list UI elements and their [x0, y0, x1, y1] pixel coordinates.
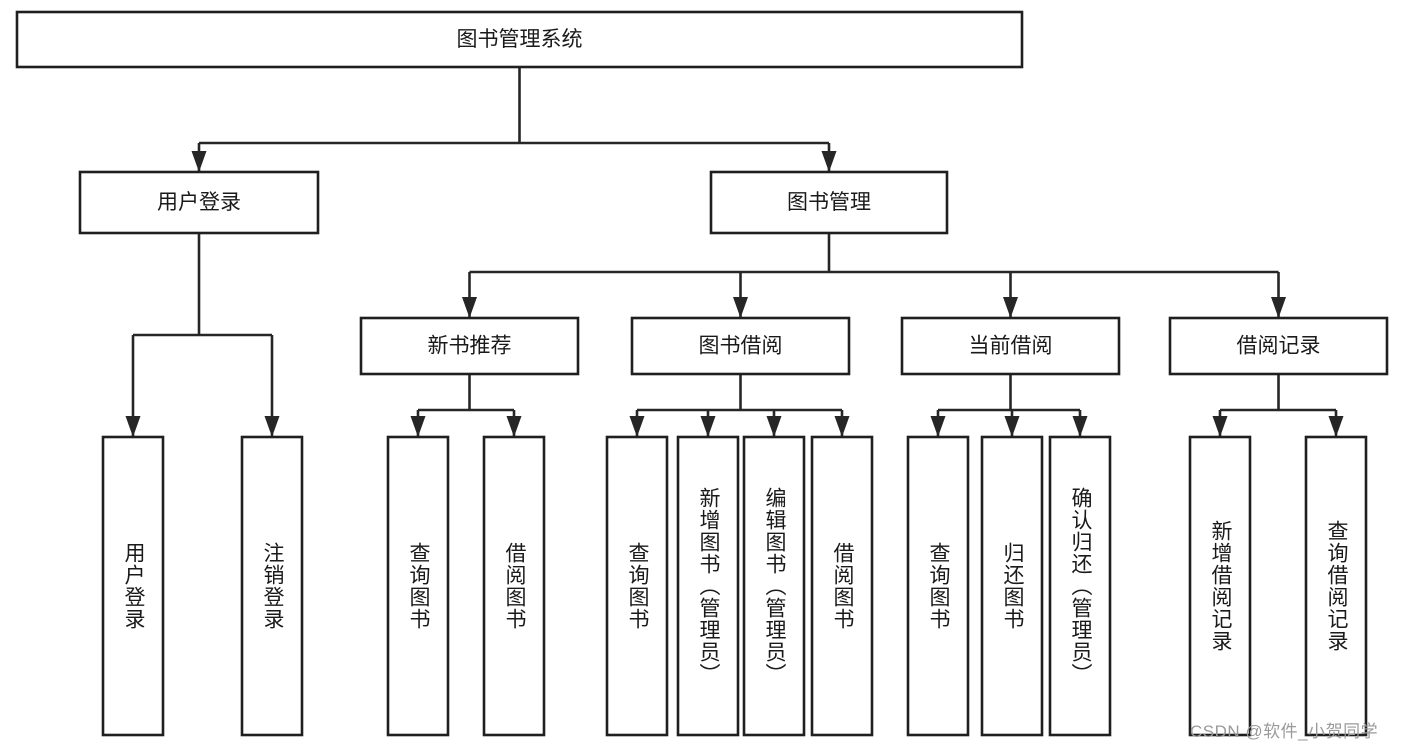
node-box-leaf-confirm-return[interactable]: [1048, 435, 1112, 737]
node-box-leaf-add-book[interactable]: [676, 435, 740, 737]
node-label-new-book-rec: 新书推荐: [428, 335, 512, 358]
arrow-head-icon: [700, 416, 716, 437]
arrow-head-icon: [410, 416, 426, 437]
node-box-leaf-user-login[interactable]: [101, 435, 165, 737]
arrow-head-icon: [1212, 416, 1228, 437]
connector-lines: [125, 67, 1344, 437]
arrow-head-icon: [821, 151, 837, 172]
node-box-leaf-query-book-3[interactable]: [906, 435, 970, 737]
node-box-borrow-record[interactable]: [1168, 316, 1389, 376]
arrow-head-icon: [1072, 416, 1088, 437]
csdn-watermark: CSDN @软件_小贺同学: [1190, 722, 1379, 741]
arrow-head-icon: [766, 416, 782, 437]
node-box-leaf-edit-book[interactable]: [742, 435, 806, 737]
arrow-head-icon: [1271, 297, 1286, 318]
node-label-book-borrow: 图书借阅: [699, 335, 783, 358]
node-box-leaf-borrow-book-2[interactable]: [810, 435, 874, 737]
arrow-head-icon: [930, 416, 946, 437]
node-label-book-manage: 图书管理: [787, 191, 871, 214]
arrow-head-icon: [506, 416, 522, 437]
arrow-head-icon: [834, 416, 850, 437]
node-box-new-book-rec[interactable]: [359, 316, 580, 376]
arrow-head-icon: [191, 151, 207, 172]
node-box-leaf-borrow-book-1[interactable]: [482, 435, 546, 737]
node-box-leaf-logout[interactable]: [240, 435, 304, 737]
arrow-head-icon: [629, 416, 645, 437]
arrow-head-icon: [125, 416, 141, 437]
node-box-current-borrow[interactable]: [900, 316, 1121, 376]
node-box-leaf-return-book[interactable]: [980, 435, 1044, 737]
node-box-leaf-query-book-2[interactable]: [605, 435, 669, 737]
node-label-user-login: 用户登录: [157, 191, 241, 214]
arrow-head-icon: [462, 297, 477, 318]
node-box-book-borrow[interactable]: [630, 316, 851, 376]
node-label-current-borrow: 当前借阅: [969, 335, 1053, 358]
arrow-head-icon: [733, 297, 748, 318]
node-box-leaf-query-book-1[interactable]: [386, 435, 450, 737]
node-box-user-login[interactable]: [78, 170, 320, 235]
node-box-leaf-query-record[interactable]: [1304, 435, 1368, 737]
arrow-head-icon: [1003, 297, 1018, 318]
arrow-head-icon: [1004, 416, 1020, 437]
arrow-head-icon: [1328, 416, 1344, 437]
arrow-head-icon: [264, 416, 280, 437]
node-label-root: 图书管理系统: [457, 28, 583, 51]
node-label-borrow-record: 借阅记录: [1237, 335, 1321, 358]
node-box-root[interactable]: [15, 10, 1024, 69]
node-boxes: [15, 10, 1389, 737]
node-box-leaf-add-record[interactable]: [1188, 435, 1252, 737]
node-box-book-manage[interactable]: [709, 170, 949, 235]
